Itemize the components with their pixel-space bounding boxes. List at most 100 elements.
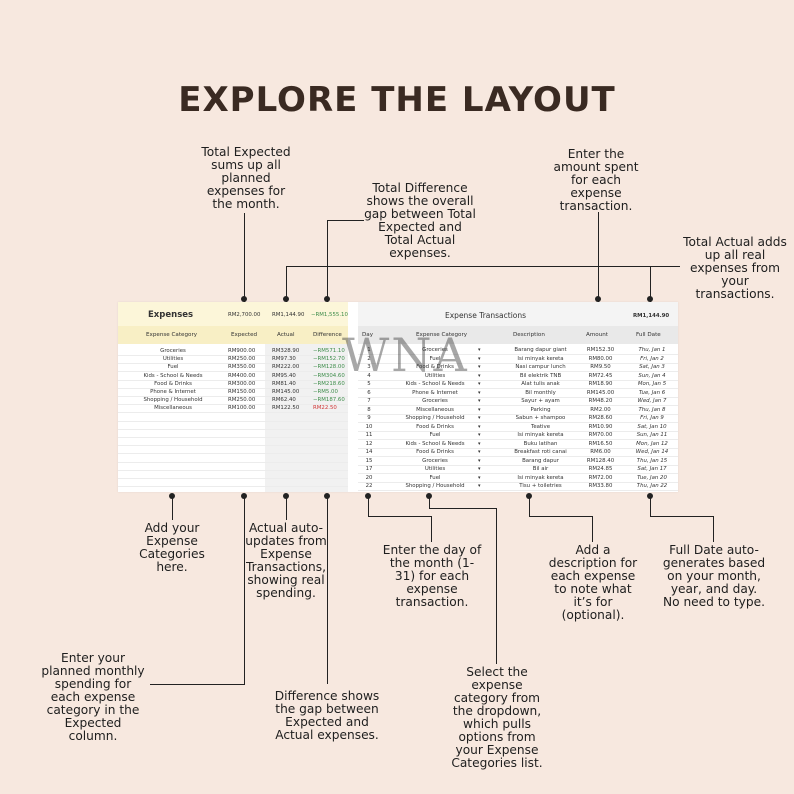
dropdown-arrow-icon[interactable]: ▾ bbox=[478, 466, 481, 472]
description-cell[interactable]: Bil air bbox=[532, 466, 549, 472]
day-cell[interactable]: 1 bbox=[367, 347, 371, 353]
expense-category-cell[interactable]: Fuel bbox=[167, 364, 179, 371]
tx-category-cell[interactable]: Phone & Internet bbox=[412, 389, 458, 396]
description-cell[interactable]: Alat tulis anak bbox=[521, 381, 560, 387]
amount-cell[interactable]: RM145.00 bbox=[586, 389, 615, 396]
day-cell[interactable]: 2 bbox=[367, 355, 371, 362]
tx-category-cell[interactable]: Shopping / Household bbox=[405, 483, 465, 489]
day-cell[interactable]: 5 bbox=[367, 381, 371, 387]
dropdown-arrow-icon[interactable]: ▾ bbox=[478, 483, 481, 489]
amount-cell[interactable]: RM72.45 bbox=[588, 372, 613, 379]
expense-category-cell[interactable]: Kids - School & Needs bbox=[143, 372, 203, 379]
tx-category-cell[interactable]: Groceries bbox=[422, 457, 448, 464]
expected-cell[interactable]: RM100.00 bbox=[228, 405, 256, 412]
tx-category-cell[interactable]: Kids - School & Needs bbox=[405, 440, 465, 447]
description-cell[interactable]: Isi minyak kereta bbox=[517, 474, 564, 481]
dropdown-arrow-icon[interactable]: ▾ bbox=[478, 423, 481, 430]
day-cell[interactable]: 9 bbox=[367, 415, 371, 421]
description-cell[interactable]: Tisu + toiletries bbox=[519, 483, 562, 489]
description-cell[interactable]: Breakfast roti canai bbox=[514, 449, 567, 455]
description-cell[interactable]: Parking bbox=[530, 406, 551, 413]
day-cell[interactable]: 15 bbox=[365, 457, 373, 464]
amount-cell[interactable]: RM2.00 bbox=[590, 406, 611, 413]
expense-category-cell[interactable]: Utilities bbox=[162, 356, 184, 363]
expected-cell[interactable]: RM400.00 bbox=[228, 372, 256, 379]
day-cell[interactable]: 7 bbox=[367, 398, 371, 404]
dropdown-arrow-icon[interactable]: ▾ bbox=[478, 406, 481, 413]
description-cell[interactable]: Sabun + shampoo bbox=[515, 415, 566, 421]
tx-category-cell[interactable]: Fuel bbox=[429, 474, 441, 481]
description-cell[interactable]: Buku latihan bbox=[523, 440, 558, 447]
description-cell[interactable]: Bil monthly bbox=[525, 389, 556, 396]
dropdown-arrow-icon[interactable]: ▾ bbox=[478, 355, 481, 362]
expected-cell[interactable]: RM900.00 bbox=[228, 348, 256, 354]
day-cell[interactable]: 10 bbox=[365, 423, 373, 430]
expense-category-cell[interactable]: Shopping / Household bbox=[143, 397, 203, 404]
description-cell[interactable]: Bil elektrik TNB bbox=[519, 372, 562, 379]
day-cell[interactable]: 4 bbox=[367, 372, 371, 379]
expense-category-cell[interactable]: Groceries bbox=[160, 348, 186, 354]
amount-cell[interactable]: RM18.90 bbox=[588, 381, 613, 387]
day-cell[interactable]: 12 bbox=[365, 440, 373, 447]
dropdown-arrow-icon[interactable]: ▾ bbox=[478, 364, 481, 370]
expense-category-cell[interactable]: Miscellaneous bbox=[154, 405, 192, 412]
tx-category-cell[interactable]: Miscellaneous bbox=[416, 406, 454, 413]
description-cell[interactable]: Barang dapur bbox=[522, 457, 559, 464]
description-cell[interactable]: Sayur + ayam bbox=[521, 398, 560, 404]
expected-cell[interactable]: RM250.00 bbox=[228, 397, 256, 404]
amount-cell[interactable]: RM48.20 bbox=[588, 398, 613, 404]
amount-cell[interactable]: RM33.80 bbox=[588, 483, 613, 489]
tx-category-cell[interactable]: Fuel bbox=[429, 355, 441, 362]
tx-category-cell[interactable]: Utilities bbox=[424, 466, 446, 472]
dropdown-arrow-icon[interactable]: ▾ bbox=[478, 389, 481, 396]
dropdown-arrow-icon[interactable]: ▾ bbox=[478, 415, 481, 421]
amount-cell[interactable]: RM10.90 bbox=[588, 423, 613, 430]
day-cell[interactable]: 3 bbox=[367, 364, 371, 370]
expected-cell[interactable]: RM350.00 bbox=[228, 364, 256, 371]
dropdown-arrow-icon[interactable]: ▾ bbox=[478, 372, 481, 379]
amount-cell[interactable]: RM16.50 bbox=[588, 440, 613, 447]
expense-category-cell[interactable]: Food & Drinks bbox=[154, 380, 192, 387]
tx-category-cell[interactable]: Food & Drinks bbox=[416, 449, 454, 455]
amount-cell[interactable]: RM128.40 bbox=[586, 457, 615, 464]
expected-cell[interactable]: RM300.00 bbox=[228, 380, 256, 387]
tx-category-cell[interactable]: Fuel bbox=[429, 432, 441, 438]
amount-cell[interactable]: RM152.30 bbox=[586, 347, 615, 353]
expected-cell[interactable]: RM150.00 bbox=[228, 389, 256, 395]
expected-cell[interactable]: RM250.00 bbox=[228, 356, 256, 363]
dropdown-arrow-icon[interactable]: ▾ bbox=[478, 457, 481, 464]
description-cell[interactable]: Teative bbox=[530, 423, 551, 430]
day-cell[interactable]: 20 bbox=[365, 474, 373, 481]
dropdown-arrow-icon[interactable]: ▾ bbox=[478, 347, 481, 353]
day-cell[interactable]: 8 bbox=[367, 406, 371, 413]
tx-category-cell[interactable]: Utilities bbox=[424, 372, 446, 379]
tx-category-cell[interactable]: Groceries bbox=[422, 347, 448, 353]
dropdown-arrow-icon[interactable]: ▾ bbox=[478, 381, 481, 387]
tx-category-cell[interactable]: Kids - School & Needs bbox=[405, 381, 465, 387]
description-cell[interactable]: Isi minyak kereta bbox=[517, 432, 564, 438]
amount-cell[interactable]: RM80.00 bbox=[588, 355, 613, 362]
tx-category-cell[interactable]: Food & Drinks bbox=[416, 423, 454, 430]
day-cell[interactable]: 11 bbox=[365, 432, 373, 438]
tx-category-cell[interactable]: Shopping / Household bbox=[405, 415, 465, 421]
amount-cell[interactable]: RM6.00 bbox=[590, 449, 611, 455]
amount-cell[interactable]: RM28.60 bbox=[588, 415, 613, 421]
dropdown-arrow-icon[interactable]: ▾ bbox=[478, 432, 481, 438]
day-cell[interactable]: 14 bbox=[365, 449, 373, 455]
description-cell[interactable]: Nasi campur lunch bbox=[515, 364, 566, 370]
tx-category-cell[interactable]: Food & Drinks bbox=[416, 364, 454, 370]
tx-category-cell[interactable]: Groceries bbox=[422, 398, 448, 404]
amount-cell[interactable]: RM70.00 bbox=[588, 432, 613, 438]
dropdown-arrow-icon[interactable]: ▾ bbox=[478, 474, 481, 481]
amount-cell[interactable]: RM9.50 bbox=[590, 364, 611, 370]
description-cell[interactable]: Barang dapur giant bbox=[514, 347, 567, 353]
day-cell[interactable]: 22 bbox=[365, 483, 373, 489]
expense-category-cell[interactable]: Phone & Internet bbox=[150, 389, 196, 395]
dropdown-arrow-icon[interactable]: ▾ bbox=[478, 440, 481, 447]
amount-cell[interactable]: RM72.00 bbox=[588, 474, 613, 481]
dropdown-arrow-icon[interactable]: ▾ bbox=[478, 449, 481, 455]
amount-cell[interactable]: RM24.85 bbox=[588, 466, 613, 472]
dropdown-arrow-icon[interactable]: ▾ bbox=[478, 398, 481, 404]
day-cell[interactable]: 6 bbox=[367, 389, 371, 396]
description-cell[interactable]: Isi minyak kereta bbox=[517, 355, 564, 362]
